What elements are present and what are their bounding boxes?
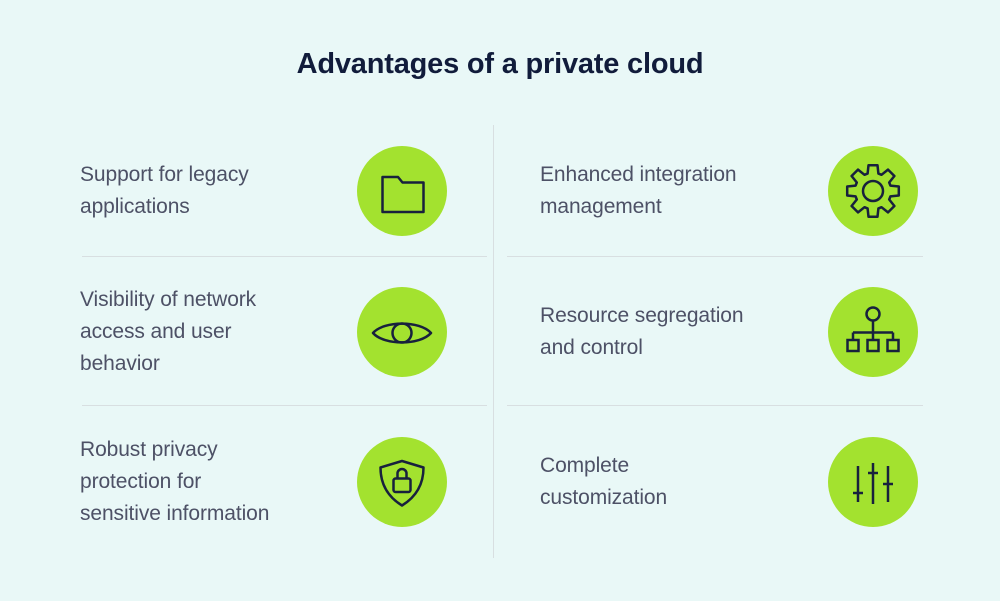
gear-icon xyxy=(828,146,918,236)
item-resource-segregation-control: Resource segregation and control xyxy=(500,257,1000,406)
item-robust-privacy-protection: Robust privacy protection for sensitive … xyxy=(0,406,500,558)
shield-lock-icon xyxy=(357,437,447,527)
sliders-icon xyxy=(828,437,918,527)
item-label: Resource segregation and control xyxy=(540,303,744,359)
item-enhanced-integration-management: Enhanced integration management xyxy=(500,125,1000,257)
folder-icon xyxy=(357,146,447,236)
item-label: Support for legacy applications xyxy=(80,163,249,218)
item-label: Visibility of network access and user be… xyxy=(80,287,257,375)
item-label: Enhanced integration management xyxy=(540,163,737,218)
item-complete-customization: Complete customization xyxy=(500,406,1000,558)
vertical-divider xyxy=(493,125,494,558)
item-label: Robust privacy protection for sensitive … xyxy=(80,438,270,525)
advantages-grid: Support for legacy applications Enhanced… xyxy=(0,125,1000,558)
item-visibility-network-access: Visibility of network access and user be… xyxy=(0,257,500,406)
row-2: Visibility of network access and user be… xyxy=(0,256,1000,406)
item-label: Complete customization xyxy=(540,454,668,509)
row-3: Robust privacy protection for sensitive … xyxy=(0,405,1000,558)
page-title: Advantages of a private cloud xyxy=(296,48,704,80)
hierarchy-icon xyxy=(828,286,918,377)
eye-icon xyxy=(357,286,447,377)
row-1: Support for legacy applications Enhanced… xyxy=(0,125,1000,257)
item-support-legacy-applications: Support for legacy applications xyxy=(0,125,500,257)
